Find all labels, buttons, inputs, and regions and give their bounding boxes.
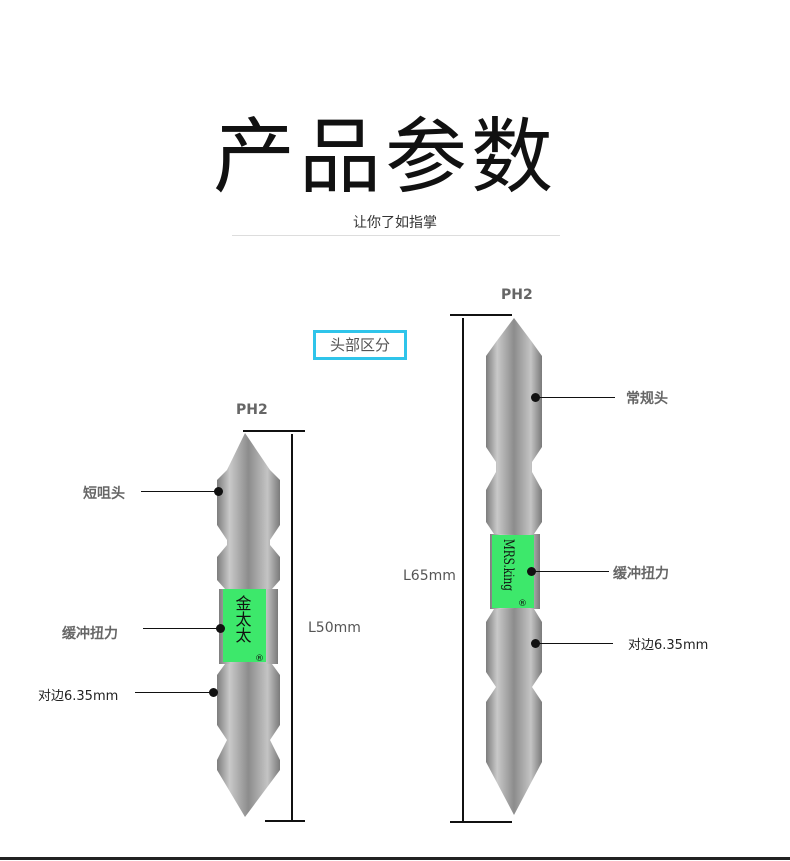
callout-line <box>535 643 613 644</box>
subtitle-divider <box>232 235 560 236</box>
long-bit-dim-line <box>462 318 464 822</box>
short-bit-tip-label: PH2 <box>236 402 268 418</box>
long-bit-band-mark: ® <box>518 599 527 609</box>
short-bit-callout-band: 缓冲扭力 <box>62 626 118 642</box>
short-bit-image: 金太太 ® <box>217 433 280 817</box>
long-bit-band-text: MRS.king <box>500 539 516 591</box>
short-bit-band-mark: ® <box>255 654 264 664</box>
callout-dot <box>209 688 218 697</box>
section-tag: 头部区分 <box>313 330 407 360</box>
short-bit-callout-hex: 对边6.35mm <box>38 689 119 704</box>
short-bit-dim-line <box>291 434 293 821</box>
long-bit-callout-band: 缓冲扭力 <box>613 566 669 582</box>
page-subtitle: 让你了如指掌 <box>353 215 437 231</box>
callout-dot <box>214 487 223 496</box>
long-bit-length: L65mm <box>403 568 456 584</box>
short-bit-dim-bottom <box>265 820 305 822</box>
callout-line <box>143 628 221 629</box>
callout-line <box>135 692 213 693</box>
short-bit-length: L50mm <box>308 620 361 636</box>
callout-line <box>535 397 615 398</box>
long-bit-tip-label: PH2 <box>501 287 533 303</box>
short-bit-band <box>223 589 266 662</box>
page-title: 产品参数 <box>212 110 557 205</box>
long-bit-dim-bottom <box>450 821 512 823</box>
long-bit-callout-hex: 对边6.35mm <box>628 638 709 653</box>
short-bit-band-text: 金太太 <box>233 595 252 643</box>
callout-line <box>531 571 609 572</box>
short-bit-callout-head: 短咀头 <box>83 486 125 502</box>
long-bit-image: MRS.king ® <box>486 318 542 815</box>
long-bit-dim-top <box>450 314 512 316</box>
long-bit-callout-head: 常规头 <box>626 391 668 407</box>
bottom-divider <box>0 857 790 860</box>
callout-line <box>141 491 218 492</box>
short-bit-dim-top <box>243 430 305 432</box>
callout-dot <box>216 624 225 633</box>
